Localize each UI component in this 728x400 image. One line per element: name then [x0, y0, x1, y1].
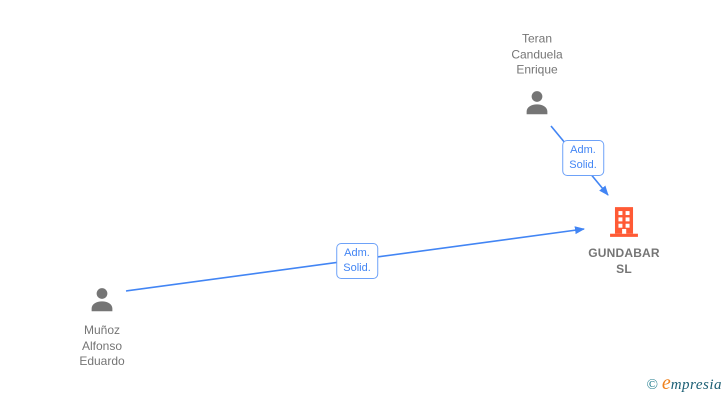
name-line: SL	[616, 261, 632, 276]
empresia-logo-text: mpresia	[670, 377, 722, 393]
empresia-watermark: ©empresia	[646, 372, 722, 395]
person-node-teran-canduela-enrique[interactable]	[522, 88, 552, 118]
name-line: Alfonso	[81, 338, 123, 353]
name-line: Teran	[521, 31, 553, 46]
company-node-gundabar-sl[interactable]	[605, 203, 643, 241]
company-building-icon	[610, 207, 638, 237]
person-icon	[91, 288, 113, 312]
name-line: Muñoz	[83, 323, 121, 337]
edge-label-line: Solid.	[343, 262, 371, 274]
name-line: Enrique	[516, 62, 558, 77]
edge-label-line: Solid.	[569, 159, 597, 171]
edge-label-adm-solid[interactable]: Adm. Solid.	[562, 140, 604, 176]
name-line: Eduardo	[79, 354, 125, 368]
edge-label-line: Adm.	[570, 144, 596, 156]
name-line: Canduela	[511, 47, 563, 61]
person-node-munoz-alfonso-eduardo[interactable]	[87, 285, 117, 315]
copyright-icon: ©	[646, 377, 658, 393]
name-line: GUNDABAR	[588, 246, 660, 260]
empresia-logo-initial: e	[661, 372, 671, 394]
edge-label-line: Adm.	[344, 247, 370, 259]
edge-label-adm-solid[interactable]: Adm. Solid.	[336, 243, 378, 279]
person-icon	[526, 91, 548, 115]
